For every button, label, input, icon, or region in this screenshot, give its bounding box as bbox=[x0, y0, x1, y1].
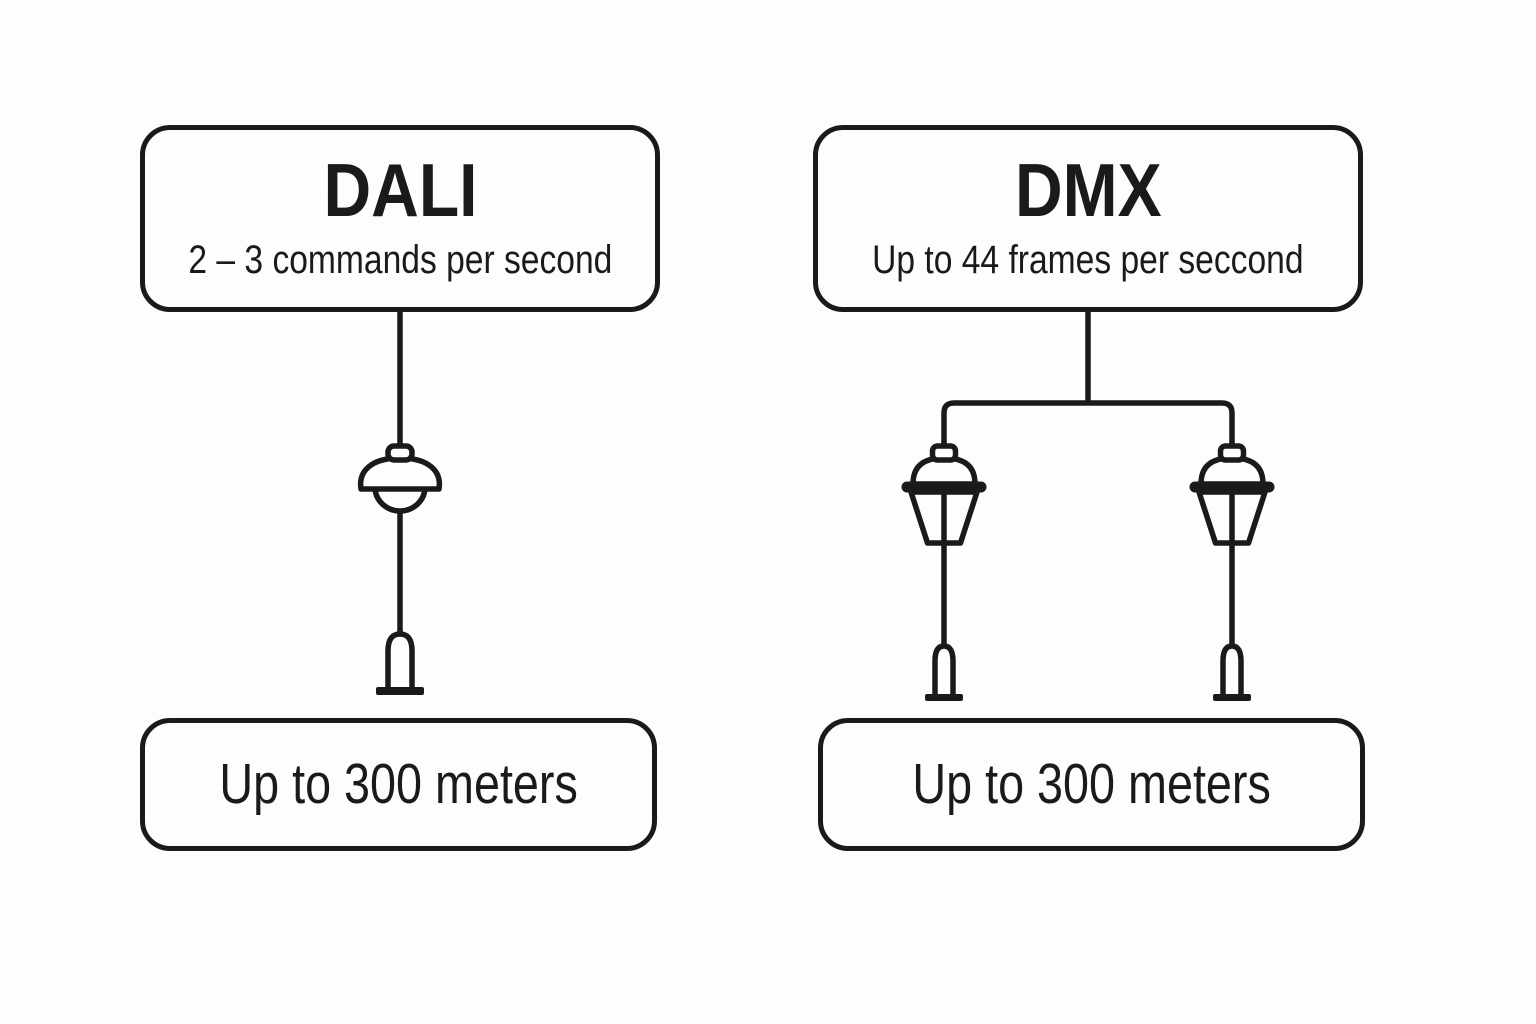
dmx-protocol-box: DMX Up to 44 frames per seccond bbox=[813, 125, 1363, 312]
dali-range-box: Up to 300 meters bbox=[140, 718, 657, 851]
post-bollard bbox=[385, 631, 415, 691]
dali-title: DALI bbox=[322, 148, 477, 232]
dali-branch bbox=[357, 311, 443, 695]
lantern-cap bbox=[929, 443, 959, 463]
lamp-cap bbox=[385, 443, 415, 463]
dali-protocol-box: DALI 2 – 3 commands per second bbox=[140, 125, 660, 312]
pendant-lamp-icon bbox=[357, 443, 443, 514]
dmx-subtitle: Up to 44 frames per seccond bbox=[872, 238, 1304, 282]
post-base bbox=[925, 694, 963, 701]
street-lantern-icon-left bbox=[901, 443, 987, 701]
lantern-cap bbox=[1217, 443, 1247, 463]
street-lantern-icon-right bbox=[1189, 443, 1275, 701]
lamp-bulb bbox=[372, 484, 428, 514]
post-base bbox=[1213, 694, 1251, 701]
dmx-title: DMX bbox=[1014, 148, 1162, 232]
post-base bbox=[376, 687, 424, 695]
dali-subtitle: 2 – 3 commands per second bbox=[188, 238, 612, 282]
dali-ground-post-icon bbox=[376, 631, 424, 695]
dmx-split-line bbox=[941, 400, 1235, 452]
dmx-branch bbox=[901, 311, 1275, 701]
dmx-range-label: Up to 300 meters bbox=[912, 752, 1271, 816]
dali-range-label: Up to 300 meters bbox=[219, 752, 578, 816]
dmx-range-box: Up to 300 meters bbox=[818, 718, 1365, 851]
post-bollard bbox=[932, 643, 956, 697]
post-bollard bbox=[1220, 643, 1244, 697]
